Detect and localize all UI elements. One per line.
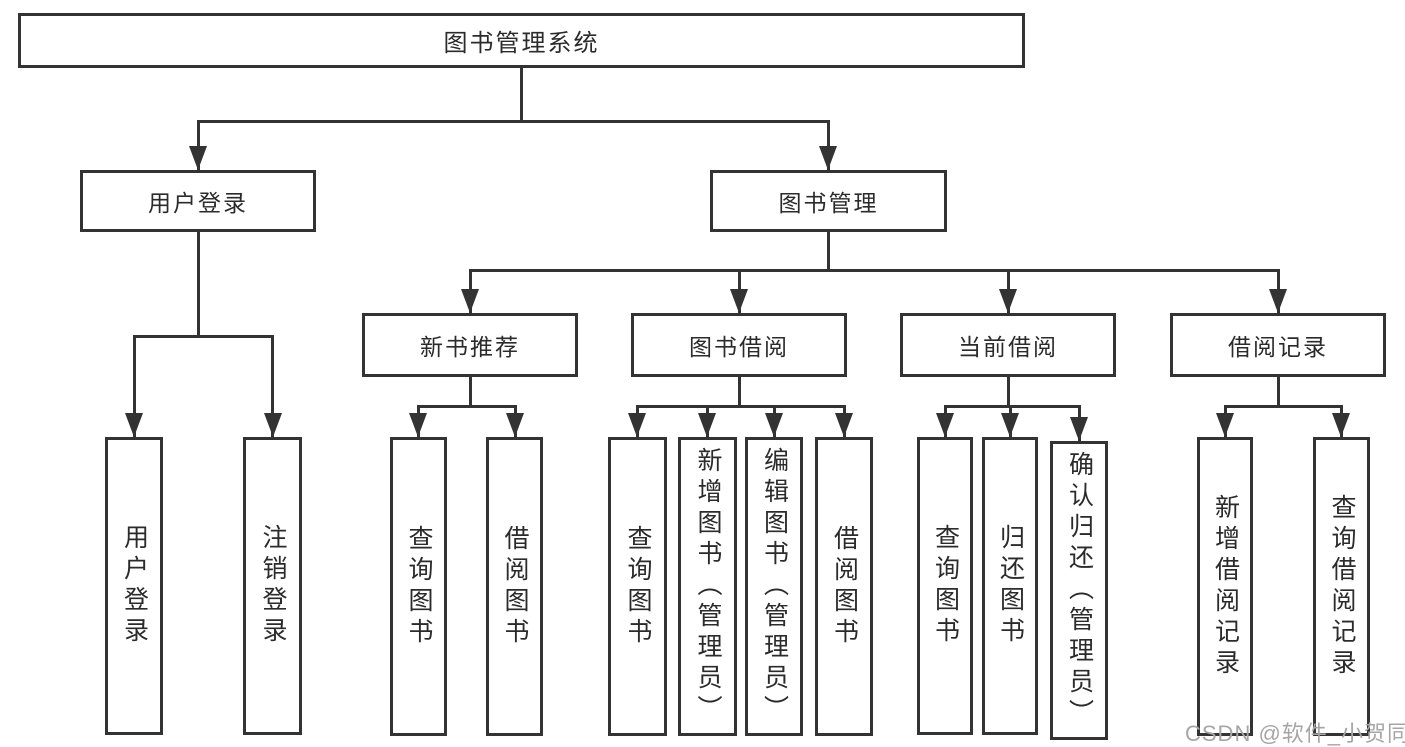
leaf-label: 查询图书: [931, 524, 960, 648]
leaf-label: 查询借阅记录: [1328, 493, 1356, 680]
arrow-down-icon: [628, 413, 646, 437]
node-user-login: 用户登录: [80, 170, 316, 232]
leaf-confirm-return-admin: 确认归还（管理员）: [1050, 441, 1108, 740]
connector-bar-new-book-recommend: [416, 405, 517, 408]
node-label: 当前借阅: [958, 334, 1058, 360]
connector-stem-book-management: [826, 232, 830, 272]
leaf-add-borrow-record: 新增借阅记录: [1197, 437, 1253, 736]
node-borrowing-records: 借阅记录: [1170, 313, 1386, 377]
leaf-label: 归还图书: [996, 524, 1025, 648]
arrow-down-icon: [730, 289, 748, 313]
csdn-watermark: CSDN @软件_小贺同学: [1185, 721, 1405, 746]
arrow-down-icon: [835, 413, 853, 437]
arrow-down-icon: [189, 146, 207, 170]
connector-stem-current-borrowing: [1006, 377, 1010, 408]
node-label: 图书借阅: [689, 334, 789, 360]
arrow-down-icon: [698, 413, 716, 437]
branch-line: [826, 120, 830, 170]
node-label: 图书管理系统: [443, 30, 600, 57]
branch-line: [271, 335, 274, 437]
connector-stem-root: [519, 68, 523, 120]
branch-line: [132, 335, 136, 437]
leaf-logout: 注销登录: [243, 437, 302, 735]
leaf-query-books-borrowing: 查询图书: [608, 437, 667, 736]
arrow-down-icon: [936, 413, 954, 437]
arrow-down-icon: [1070, 417, 1088, 441]
leaf-label: 新增图书（管理员）: [694, 447, 722, 726]
arrow-down-icon: [1269, 289, 1287, 313]
arrow-down-icon: [1332, 413, 1350, 437]
arrow-down-icon: [819, 146, 837, 170]
connector-bar-book-management: [468, 269, 1280, 272]
leaf-borrow-books: 借阅图书: [815, 437, 873, 736]
connector-bar-current-borrowing: [943, 405, 1081, 408]
connector-stem-book-borrowing: [737, 377, 741, 408]
node-book-borrowing: 图书借阅: [631, 313, 847, 377]
arrow-down-icon: [1001, 413, 1019, 437]
connector-bar-book-borrowing: [635, 405, 846, 408]
leaf-label: 查询图书: [405, 524, 433, 649]
connector-stem-user-login: [196, 232, 200, 338]
leaf-label: 借阅图书: [830, 524, 859, 649]
arrow-down-icon: [125, 413, 143, 437]
leaf-label: 用户登录: [120, 524, 149, 648]
connector-stem-new-book-recommend: [468, 377, 472, 408]
leaf-user-login: 用户登录: [105, 437, 163, 735]
leaf-add-books-admin: 新增图书（管理员）: [678, 437, 737, 736]
node-label: 新书推荐: [420, 334, 520, 360]
branch-line: [196, 120, 200, 170]
leaf-label: 确认归还（管理员）: [1065, 451, 1094, 730]
node-current-borrowing: 当前借阅: [900, 313, 1116, 377]
arrow-down-icon: [506, 413, 524, 437]
connector-bar-borrowing-records: [1223, 405, 1343, 408]
leaf-label: 借阅图书: [501, 524, 529, 649]
leaf-query-books-recommend: 查询图书: [390, 437, 447, 736]
leaf-label: 注销登录: [259, 524, 287, 648]
arrow-down-icon: [461, 289, 479, 313]
leaf-query-books-current: 查询图书: [917, 437, 973, 735]
connector-bar-user-login: [132, 335, 274, 338]
leaf-label: 编辑图书（管理员）: [760, 447, 789, 726]
arrow-down-icon: [999, 289, 1017, 313]
node-book-management: 图书管理: [710, 170, 947, 232]
leaf-label: 新增借阅记录: [1211, 493, 1240, 680]
leaf-borrow-books-recommend: 借阅图书: [486, 437, 543, 736]
arrow-down-icon: [263, 413, 282, 437]
node-label: 借阅记录: [1228, 334, 1328, 360]
connector-stem-borrowing-records: [1276, 377, 1280, 408]
leaf-return-books: 归还图书: [982, 437, 1038, 735]
leaf-query-borrow-record: 查询借阅记录: [1313, 437, 1370, 736]
leaf-edit-books-admin: 编辑图书（管理员）: [745, 437, 803, 736]
node-new-book-recommend: 新书推荐: [362, 313, 578, 377]
connector-bar-level2: [196, 120, 830, 123]
leaf-label: 查询图书: [624, 524, 652, 649]
node-library-system: 图书管理系统: [18, 13, 1025, 68]
node-label: 用户登录: [148, 190, 248, 216]
node-label: 图书管理: [778, 190, 879, 216]
arrow-down-icon: [765, 413, 783, 437]
arrow-down-icon: [409, 413, 427, 437]
arrow-down-icon: [1216, 413, 1234, 437]
